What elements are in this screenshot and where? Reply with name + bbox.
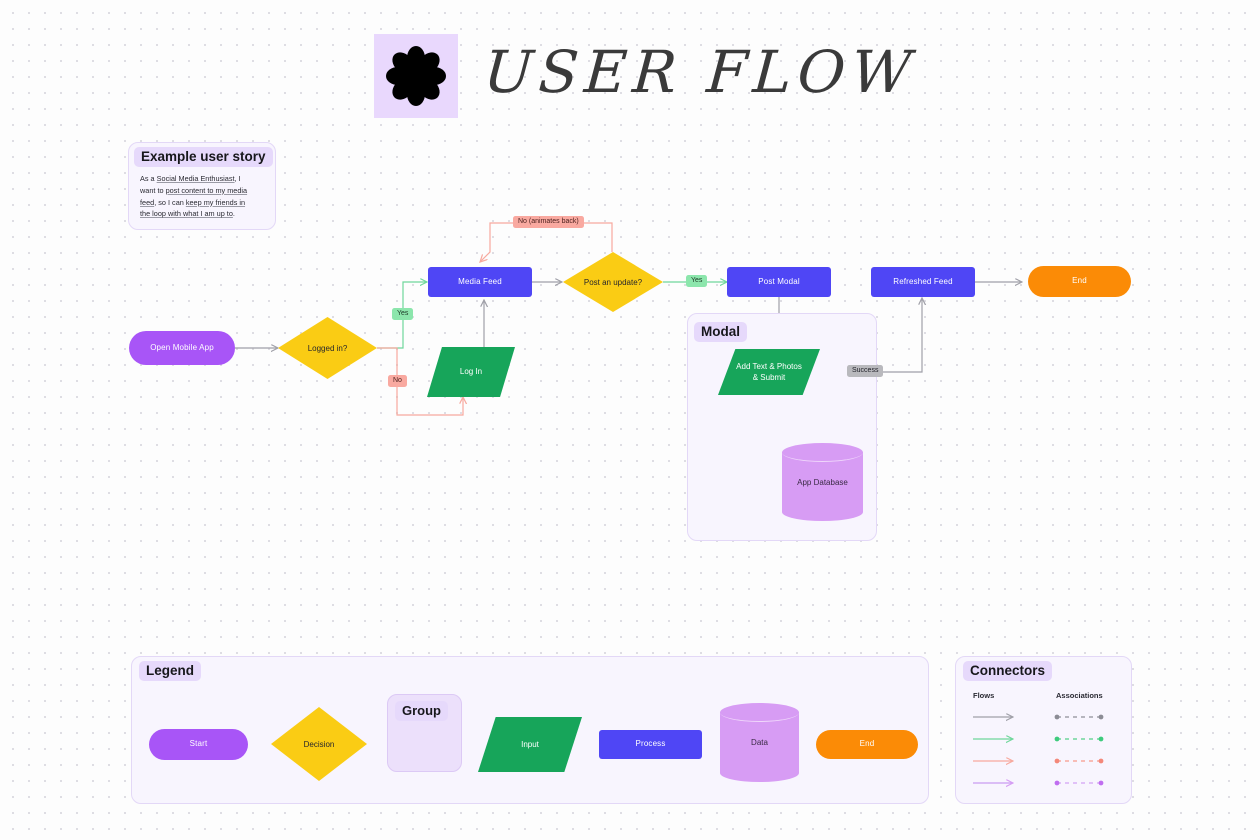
node-label: Media Feed	[458, 276, 502, 286]
cylinder-top	[782, 443, 863, 462]
connectors-chip: Connectors	[963, 661, 1053, 681]
legend-item-label: Input	[521, 739, 539, 749]
page-title: USER FLOW	[481, 38, 920, 106]
legend-item-label: End	[859, 739, 875, 749]
flow-node-end[interactable]: End	[1028, 266, 1131, 297]
edge-label-no-animates-back: No (animates back)	[513, 216, 584, 229]
flow-node-app-database[interactable]: App Database	[782, 443, 863, 521]
legend-item-data: Data	[720, 703, 799, 782]
node-label: App Database	[797, 477, 848, 487]
node-label: Logged in?	[307, 343, 348, 353]
modal-group-chip: Modal	[694, 322, 747, 342]
user-story-text: As a Social Media Enthusiast, I want to …	[140, 174, 248, 219]
flow-node-logged-in[interactable]: Logged in?	[278, 317, 377, 379]
legend-item-group-chip: Group	[395, 701, 448, 721]
node-label: End	[1072, 276, 1087, 286]
flow-node-log-in[interactable]: Log In	[427, 347, 515, 397]
parallelogram-shape	[478, 717, 582, 772]
connectors-col-associations: Associations	[1056, 691, 1103, 700]
legend-item-input: Input	[478, 717, 582, 772]
connectors-col-flows: Flows	[973, 691, 995, 700]
legend-item-label: Start	[189, 739, 208, 749]
node-label: Log In	[459, 367, 483, 377]
legend-item-label: Data	[751, 738, 768, 747]
edge-label-no-logged-in: No	[388, 375, 407, 388]
legend-chip: Legend	[139, 661, 202, 681]
cylinder-top	[720, 703, 799, 722]
parallelogram-shape	[427, 347, 515, 397]
legend-item-decision: Decision	[271, 707, 367, 781]
node-label: Add Text & Photos & Submit	[718, 349, 820, 395]
node-label-line1: Add Text & Photos	[736, 361, 802, 371]
cylinder-body	[720, 712, 799, 773]
connectors-samples	[973, 656, 1104, 804]
cylinder-bottom	[782, 503, 863, 521]
flow-node-post-modal[interactable]: Post Modal	[727, 267, 831, 297]
legend-item-end: End	[816, 730, 918, 759]
flow-node-media-feed[interactable]: Media Feed	[428, 267, 532, 297]
node-label: Open Mobile App	[150, 342, 214, 352]
flower-logo-icon	[374, 34, 458, 118]
flow-node-refreshed-feed[interactable]: Refreshed Feed	[871, 267, 975, 297]
parallelogram-shape	[718, 349, 820, 395]
cylinder-bottom	[720, 764, 799, 782]
legend-item-process: Process	[599, 730, 702, 759]
flow-node-open-mobile-app[interactable]: Open Mobile App	[129, 331, 235, 365]
node-label: Post Modal	[758, 276, 800, 286]
user-story-chip: Example user story	[134, 147, 273, 167]
edge-label-yes-logged-in: Yes	[392, 308, 414, 321]
legend-item-start: Start	[149, 729, 248, 760]
node-label: Post an update?	[583, 277, 643, 287]
edge-label-yes-post-update: Yes	[686, 275, 708, 288]
legend-item-label: Process	[635, 739, 666, 749]
flow-node-add-text-photos-submit[interactable]: Add Text & Photos & Submit	[718, 349, 820, 395]
node-label: Refreshed Feed	[893, 276, 953, 286]
legend-item-label: Decision	[303, 739, 335, 749]
flow-node-post-an-update[interactable]: Post an update?	[563, 252, 663, 312]
edge-label-success: Success	[847, 365, 884, 378]
node-label-line2: & Submit	[752, 373, 786, 382]
cylinder-body	[782, 452, 863, 512]
